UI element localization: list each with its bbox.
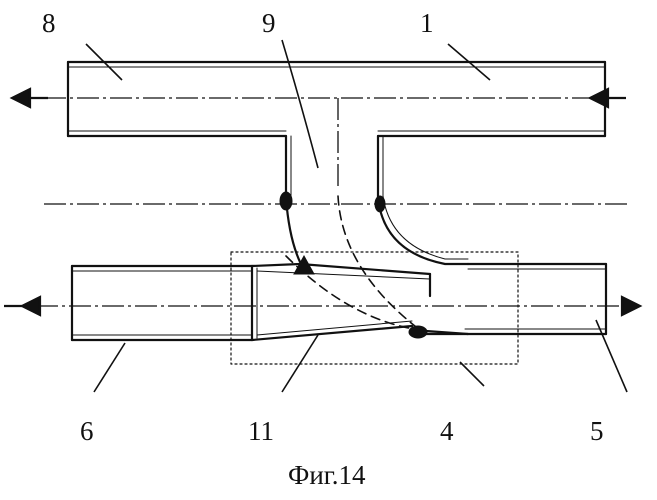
- branch-right-wall: [378, 136, 468, 264]
- inlet-arrow-left-bottom: [22, 297, 40, 315]
- inlet-arrow-right-top: [590, 89, 608, 107]
- weld-right: [375, 196, 385, 212]
- label-8: 8: [42, 10, 56, 37]
- flow-path-dashed: [338, 196, 420, 330]
- label-6: 6: [80, 418, 94, 445]
- weld-left: [280, 192, 292, 210]
- leader-5: [596, 320, 627, 392]
- leader-9: [282, 40, 318, 168]
- label-9: 9: [262, 10, 276, 37]
- leader-6: [94, 343, 125, 392]
- label-1: 1: [420, 10, 434, 37]
- leader-11: [282, 335, 318, 392]
- label-5: 5: [590, 418, 604, 445]
- figure-caption: Фиг.14: [288, 462, 366, 489]
- outlet-arrow-right-bottom: [622, 297, 640, 315]
- label-4: 4: [440, 418, 454, 445]
- leader-4: [460, 362, 484, 386]
- outlet-arrow-left: [12, 89, 30, 107]
- label-11: 11: [248, 418, 274, 445]
- weld-bottom: [409, 326, 427, 338]
